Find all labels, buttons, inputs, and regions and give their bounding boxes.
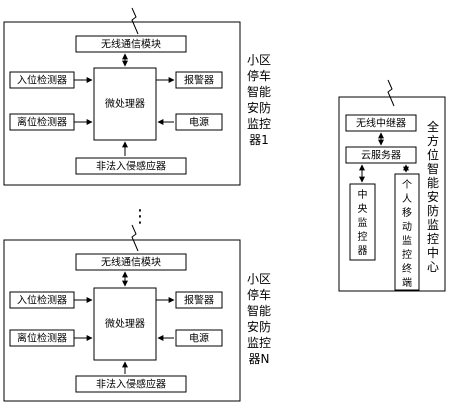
center-title-char: 监	[427, 218, 439, 232]
exit-detector-label: 离位检测器	[17, 116, 67, 129]
antenna-icon	[131, 7, 139, 35]
controller-n-title-line: 小区	[247, 272, 271, 286]
central-monitor-char: 中	[358, 188, 368, 201]
entry-detector-label: 入位检测器	[17, 74, 67, 87]
power-box	[175, 329, 223, 347]
center-title-char: 方	[427, 133, 439, 148]
controller-n-title-line: 停车	[247, 287, 271, 302]
mobile-terminal-box	[394, 173, 420, 291]
relay-label: 无线中继器	[356, 117, 406, 130]
mobile-terminal-char: 监	[402, 234, 412, 247]
wireless-module-label: 无线通信模块	[101, 38, 161, 51]
microprocessor-box	[93, 67, 157, 141]
center-title-char: 中	[427, 245, 439, 260]
controller-n-title-line: 器N	[249, 352, 270, 366]
central-monitor-char: 控	[358, 230, 368, 243]
controller-1-title-line: 停车	[247, 68, 271, 83]
center-title-char: 智	[427, 161, 439, 176]
microprocessor-label: 微处理器	[105, 97, 145, 110]
controller-1-title-line: 器1	[249, 133, 269, 147]
controller-1: 无线通信模块 微处理器 入位检测器 离位检测器 报警器 电源 非法入侵感应器 小…	[3, 7, 271, 186]
monitoring-center: 无线中继器 云服务器 中 央 监 控 器 个 人 移 动 监 控 终 端 全 方…	[338, 79, 446, 292]
power-label: 电源	[189, 332, 209, 345]
intrusion-sensor-label: 非法入侵感应器	[96, 378, 166, 391]
intrusion-sensor-box	[75, 375, 187, 393]
mobile-terminal-char: 控	[402, 248, 412, 261]
intrusion-sensor-label: 非法入侵感应器	[96, 160, 166, 173]
central-monitor-box	[349, 183, 376, 261]
center-title-char: 心	[427, 260, 439, 274]
controller-n-title-line: 监控	[247, 336, 271, 350]
wireless-module-label: 无线通信模块	[101, 256, 161, 269]
relay-box	[345, 114, 417, 132]
wireless-module-box	[75, 35, 187, 53]
power-label: 电源	[189, 116, 209, 129]
exit-detector-label: 离位检测器	[17, 332, 67, 345]
ellipsis-dots: ⋮	[131, 206, 149, 227]
cloud-server-label: 云服务器	[361, 149, 401, 162]
controller-n-title-line: 智能	[247, 303, 271, 318]
microprocessor-box	[93, 287, 157, 361]
wireless-module-box	[75, 253, 187, 271]
controller-1-title-line: 监控	[247, 117, 271, 131]
cloud-server-box	[345, 146, 417, 164]
center-title-char: 位	[427, 147, 439, 162]
center-title-char: 控	[427, 232, 439, 246]
antenna-icon	[131, 224, 139, 252]
center-title-char: 防	[427, 203, 439, 218]
controller-1-title-line: 安防	[247, 100, 271, 115]
alarm-label: 报警器	[184, 74, 214, 87]
central-monitor-char: 监	[358, 216, 368, 229]
intrusion-sensor-box	[75, 157, 187, 175]
mobile-terminal-char: 终	[402, 262, 412, 275]
controller-1-title-line: 智能	[247, 84, 271, 99]
power-box	[175, 113, 223, 131]
entry-detector-label: 入位检测器	[17, 294, 67, 307]
alarm-box	[175, 291, 223, 309]
mobile-terminal-char: 个	[402, 179, 412, 191]
central-monitor-char: 央	[358, 202, 368, 215]
antenna-icon	[387, 79, 395, 107]
center-title-char: 安	[427, 189, 439, 204]
controller-n-title-line: 安防	[247, 319, 271, 334]
mobile-terminal-char: 移	[402, 206, 412, 219]
center-title-char: 能	[427, 176, 439, 190]
mobile-terminal-char: 端	[402, 276, 412, 289]
central-monitor-char: 器	[358, 245, 368, 257]
alarm-box	[175, 71, 223, 89]
microprocessor-label: 微处理器	[105, 317, 145, 330]
mobile-terminal-char: 人	[402, 193, 412, 205]
controller-1-title-line: 小区	[247, 53, 271, 67]
controller-n: 无线通信模块 微处理器 入位检测器 离位检测器 报警器 电源 非法入侵感应器 小…	[3, 224, 271, 402]
alarm-label: 报警器	[184, 294, 214, 307]
mobile-terminal-char: 动	[402, 221, 412, 233]
center-title-char: 全	[427, 119, 439, 134]
